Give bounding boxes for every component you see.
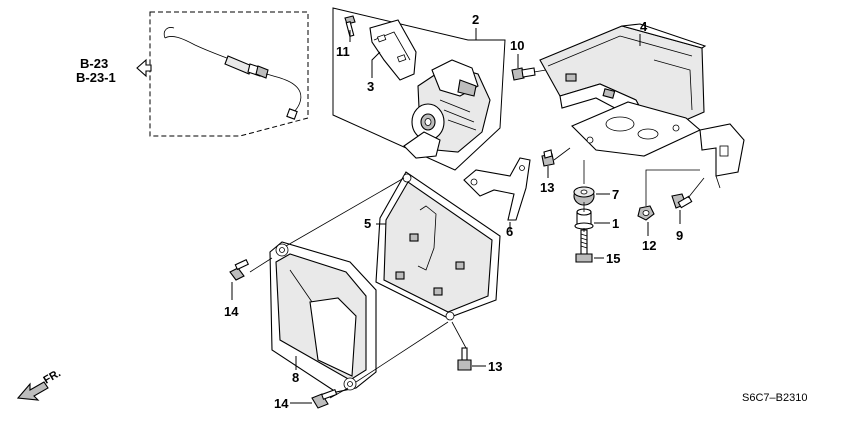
reference-arrow-icon (136, 58, 152, 78)
actuator-assembly-group (332, 7, 506, 171)
callout-3: 3 (367, 79, 374, 94)
bolt-14-lower (311, 389, 338, 409)
callout-11: 11 (336, 44, 350, 59)
reference-label: B-23 (80, 56, 108, 71)
callout-13-upper: 13 (540, 180, 554, 195)
small-bracket-6 (463, 157, 531, 221)
collar-1 (574, 208, 594, 230)
cable-dashed-boundary (149, 11, 309, 137)
bolt-14-upper (229, 259, 250, 281)
callouts: 2 11 3 10 4 13 7 1 15 12 9 6 5 8 14 13 1… (224, 12, 683, 411)
bolt-13-lower (457, 347, 472, 371)
bolt-13-upper (541, 149, 555, 167)
callout-13-lower: 13 (488, 359, 502, 374)
cable-assembly-group (136, 11, 309, 137)
callout-10: 10 (510, 38, 524, 53)
callout-1: 1 (612, 216, 619, 231)
actuator-bracket (369, 19, 417, 81)
callout-2: 2 (472, 12, 479, 27)
front-arrow-icon (16, 381, 49, 401)
bolt-11 (344, 15, 356, 37)
callout-7: 7 (612, 187, 619, 202)
bracket-plate-5 (375, 171, 501, 321)
callout-8: 8 (292, 370, 299, 385)
actuator-boundary (332, 7, 506, 171)
callout-9: 9 (676, 228, 683, 243)
bolt-9 (671, 193, 693, 209)
front-direction-indicator: FR. (16, 367, 63, 401)
bolt-10 (511, 67, 536, 81)
callout-12: 12 (642, 238, 656, 253)
reference-label: B-23-1 (76, 70, 116, 85)
direction-label: FR. (42, 367, 63, 386)
callout-14-lower: 14 (274, 396, 289, 411)
callout-14-upper: 14 (224, 304, 239, 319)
throttle-cable (224, 55, 302, 120)
cover-8 (269, 241, 377, 393)
leader-lines (231, 28, 705, 404)
bolt-15 (575, 229, 593, 263)
callout-4: 4 (640, 19, 648, 34)
callout-6: 6 (506, 224, 513, 239)
nut-12 (637, 205, 655, 221)
callout-5: 5 (364, 216, 371, 231)
mount-rubber-7 (573, 186, 595, 206)
actuator-body (403, 59, 491, 159)
upper-bracket-assembly (539, 23, 745, 189)
diagram-code: S6C7–B2310 (742, 392, 807, 404)
callout-15: 15 (606, 251, 620, 266)
